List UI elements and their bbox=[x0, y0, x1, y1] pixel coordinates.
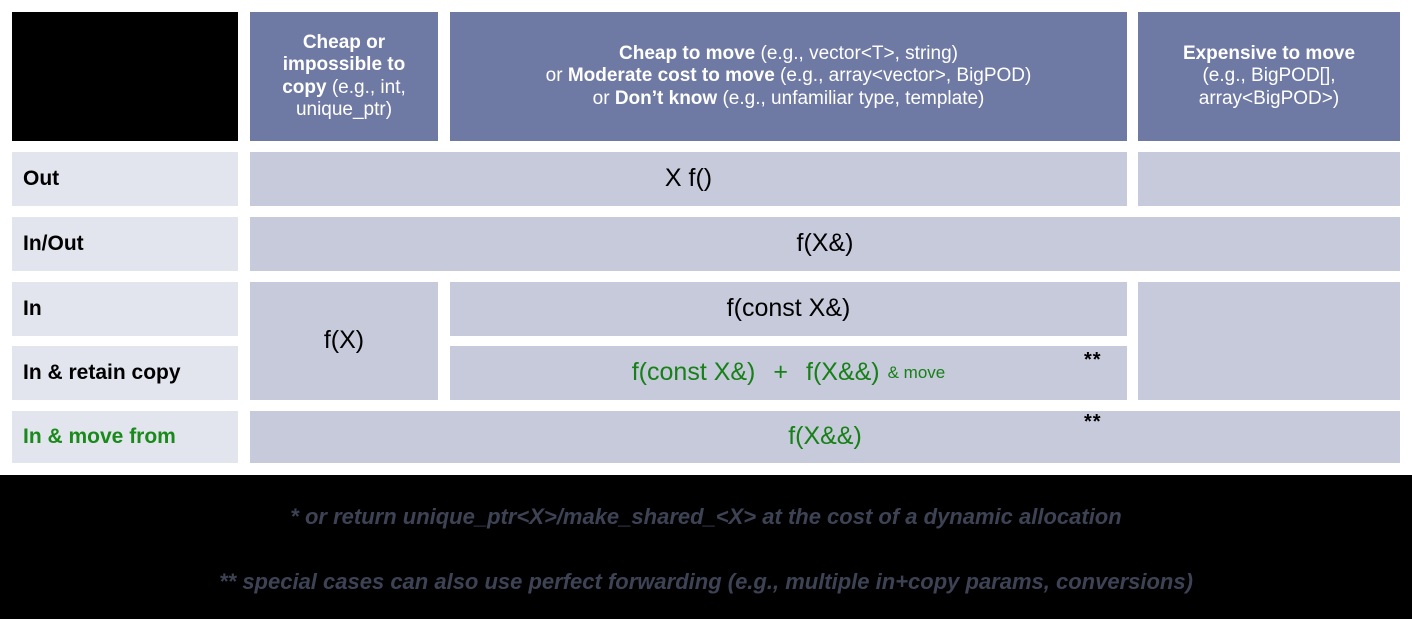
row-label-in-move-from: In & move from bbox=[12, 411, 238, 463]
header-line: array<BigPOD>) bbox=[1198, 87, 1340, 109]
footnote-marker-move-from: ** bbox=[1084, 411, 1102, 433]
retain-part1: f(const X&) bbox=[631, 358, 756, 387]
cell-out-middle: X f() bbox=[250, 152, 1127, 206]
header-col-cheap-to-move: Cheap to move (e.g., vector<T>, string) … bbox=[450, 12, 1127, 141]
header-line: (e.g., BigPOD[], bbox=[1202, 65, 1336, 87]
header-line: Cheap to move (e.g., vector<T>, string) bbox=[619, 42, 958, 64]
header-line: or Don’t know (e.g., unfamiliar type, te… bbox=[592, 87, 985, 109]
row-label-out: Out bbox=[12, 152, 238, 206]
header-col-expensive-to-move: Expensive to move (e.g., BigPOD[], array… bbox=[1138, 12, 1400, 141]
header-line: Cheap or bbox=[302, 31, 386, 53]
row-label-in-retain-copy: In & retain copy bbox=[12, 346, 238, 400]
header-line: copy (e.g., int, bbox=[282, 76, 406, 98]
cell-in-out-all: f(X&) bbox=[250, 217, 1400, 271]
cell-out-expensive bbox=[1138, 152, 1400, 206]
footnote-double-star: ** special cases can also use perfect fo… bbox=[219, 569, 1193, 594]
header-line: Expensive to move bbox=[1182, 42, 1356, 64]
cell-in-middle: f(const X&) bbox=[450, 282, 1127, 336]
header-line: impossible to bbox=[282, 54, 406, 76]
cell-in-retain-copy-middle: f(const X&) + f(X&&) & move bbox=[450, 346, 1127, 400]
footnote-marker-retain-copy: ** bbox=[1084, 349, 1102, 371]
cell-in-expensive bbox=[1138, 282, 1400, 400]
footnote-single-star: * or return unique_ptr<X>/make_shared_<X… bbox=[290, 504, 1122, 529]
footnotes-panel: * or return unique_ptr<X>/make_shared_<X… bbox=[0, 475, 1412, 619]
row-label-in-out: In/Out bbox=[12, 217, 238, 271]
header-line: or Moderate cost to move (e.g., array<ve… bbox=[545, 65, 1032, 87]
header-corner-blank bbox=[12, 12, 238, 141]
cell-in-move-from: f(X&&) bbox=[250, 411, 1400, 463]
cell-in-copy-column: f(X) bbox=[250, 282, 438, 400]
retain-plus: + bbox=[773, 358, 788, 387]
retain-part3: & move bbox=[887, 362, 946, 382]
header-col-cheap-or-impossible-copy: Cheap or impossible to copy (e.g., int, … bbox=[250, 12, 438, 141]
row-label-in: In bbox=[12, 282, 238, 336]
retain-part2: f(X&&) bbox=[806, 358, 880, 387]
header-line: unique_ptr) bbox=[295, 98, 393, 120]
